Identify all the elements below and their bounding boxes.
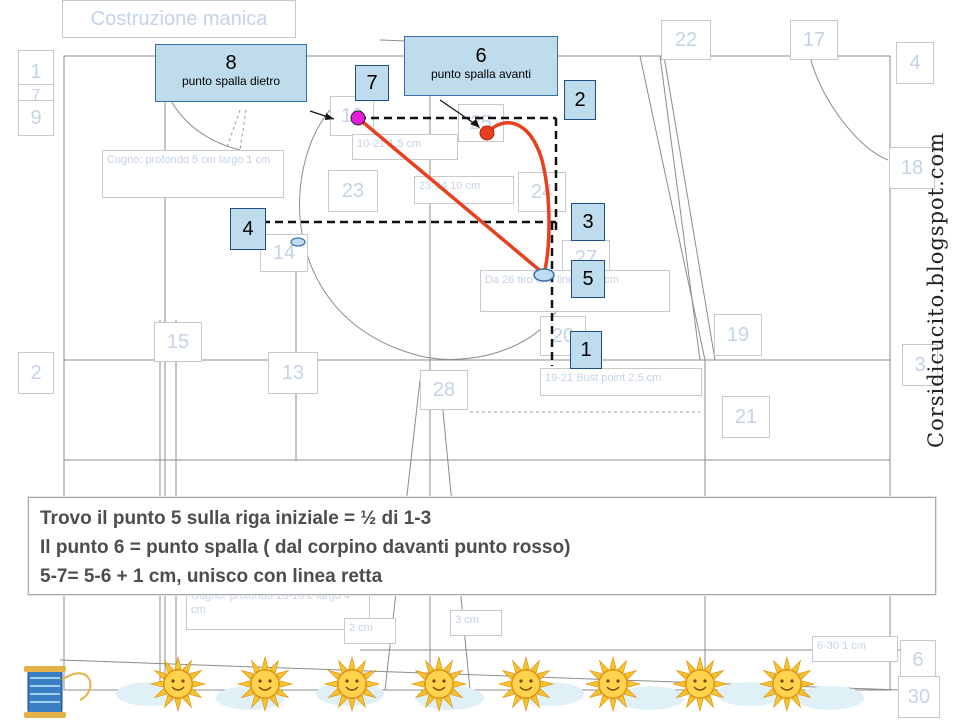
diagram-title: Costruzione manica	[62, 0, 296, 38]
label-4: 4	[896, 42, 934, 84]
thread-spool-icon	[24, 666, 92, 718]
label-6: 6	[900, 640, 936, 680]
label-18: 18	[889, 147, 935, 189]
callout-8-label: punto spalla dietro	[181, 74, 281, 88]
sun-icon	[236, 655, 294, 713]
point-marker-3: 3	[571, 203, 605, 241]
sun-icon	[758, 655, 816, 713]
note-cugno-1: Cugno: profondo 5 cm largo 1 cm	[102, 150, 284, 198]
sun-icon	[497, 655, 555, 713]
label-13: 13	[268, 352, 318, 394]
callout-punto-spalla-dietro: 8 punto spalla dietro	[155, 44, 307, 102]
label-15: 15	[154, 322, 202, 362]
label-3: 3	[902, 344, 938, 386]
instruction-line-2: Il punto 6 = punto spalla ( dal corpino …	[40, 537, 571, 558]
blog-watermark: Corsidicucito.blogspot.com	[924, 131, 948, 448]
callout-6-number: 6	[475, 45, 487, 67]
point-marker-1: 1	[570, 331, 602, 369]
instruction-line-3: 5-7= 5-6 + 1 cm, unisco con linea retta	[40, 566, 383, 587]
callout-8-number: 8	[225, 52, 237, 74]
instruction-box: Trovo il punto 5 sulla riga iniziale = ½…	[28, 497, 936, 595]
label-30: 30	[898, 676, 940, 718]
label-9: 9	[18, 100, 54, 136]
callout-punto-spalla-avanti: 6 punto spalla avanti	[404, 36, 558, 96]
point-marker-4: 4	[230, 208, 266, 250]
note-bust-point: 19-21 Bust point 2,5 cm	[540, 368, 702, 396]
point-marker-5: 5	[571, 260, 605, 298]
sun-icon	[584, 655, 642, 713]
note-2cm: 2 cm	[344, 618, 396, 644]
point-marker-7: 7	[355, 65, 389, 101]
label-19: 19	[714, 314, 762, 356]
point-marker-2: 2	[564, 80, 596, 120]
label-23: 23	[328, 170, 378, 212]
sun-icon	[149, 655, 207, 713]
note-3cm: 3 cm	[450, 610, 502, 636]
label-2: 2	[18, 352, 54, 394]
instruction-line-1: Trovo il punto 5 sulla riga iniziale = ½…	[40, 508, 432, 529]
sun-row	[0, 650, 960, 720]
label-22: 22	[661, 20, 711, 60]
callout-6-label: punto spalla avanti	[430, 67, 532, 81]
sun-icon	[671, 655, 729, 713]
label-17: 17	[790, 20, 838, 60]
note-6-30: 6-30 1 cm	[812, 636, 898, 662]
label-21: 21	[722, 396, 770, 438]
sun-icon	[323, 655, 381, 713]
label-28: 28	[420, 370, 468, 410]
sun-icon	[410, 655, 468, 713]
